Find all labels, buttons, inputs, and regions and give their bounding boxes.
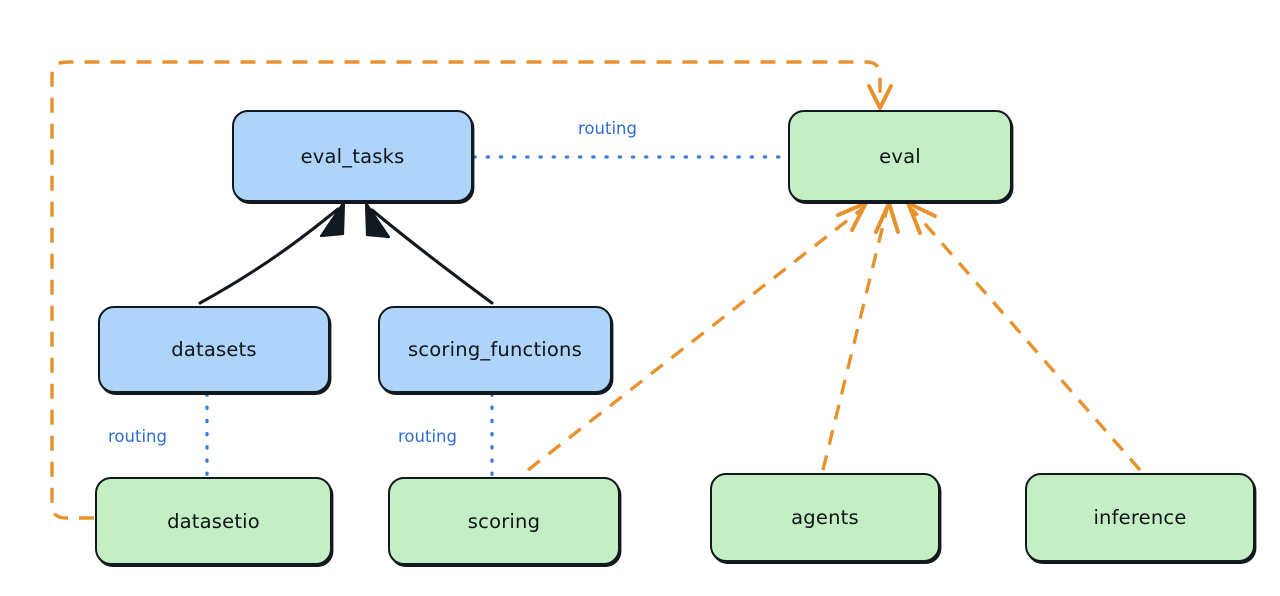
node-eval-tasks[interactable]: eval_tasks	[232, 110, 473, 202]
node-inference[interactable]: inference	[1025, 473, 1255, 562]
node-inference-label: inference	[1093, 506, 1187, 529]
node-datasets-label: datasets	[171, 338, 257, 361]
node-eval-tasks-label: eval_tasks	[300, 144, 405, 168]
edge-label-routing-eval: routing	[578, 119, 637, 138]
edge-label-routing-datasetio: routing	[108, 427, 167, 446]
node-datasets[interactable]: datasets	[98, 306, 330, 393]
node-agents-label: agents	[791, 506, 859, 529]
edge-scoring-functions-to-eval-tasks	[364, 201, 494, 305]
node-scoring-functions-label: scoring_functions	[408, 338, 582, 361]
node-datasetio[interactable]: datasetio	[95, 477, 332, 565]
node-scoring-functions[interactable]: scoring_functions	[378, 306, 612, 393]
node-scoring-label: scoring	[467, 509, 541, 533]
edge-datasetio-to-eval	[50, 60, 893, 520]
node-eval[interactable]: eval	[788, 110, 1012, 202]
node-scoring[interactable]: scoring	[388, 477, 620, 565]
edge-agents-to-eval	[821, 201, 900, 471]
node-eval-label: eval	[879, 144, 921, 168]
edge-label-routing-scoring: routing	[398, 427, 457, 446]
node-datasetio-label: datasetio	[167, 509, 260, 533]
edge-inference-to-eval	[906, 201, 1142, 472]
edge-scoring-to-eval	[526, 201, 868, 472]
edge-datasets-to-eval-tasks	[198, 200, 346, 305]
node-agents[interactable]: agents	[710, 473, 940, 562]
